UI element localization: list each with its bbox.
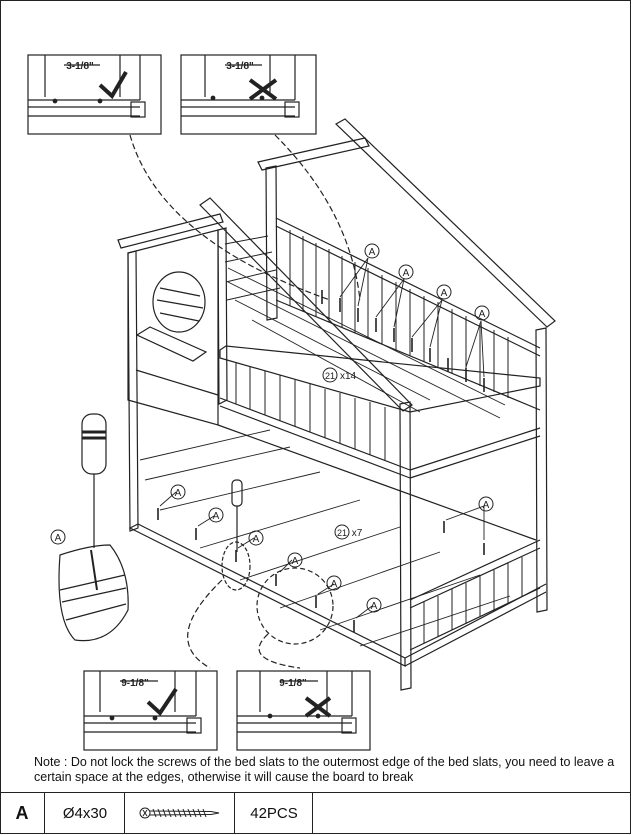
detail-bottom-incorrect bbox=[236, 670, 371, 751]
callout-a: A bbox=[292, 556, 299, 567]
callout-a: A bbox=[55, 533, 62, 544]
screwdriver-large-icon bbox=[81, 413, 107, 591]
callout-a: A bbox=[369, 247, 376, 258]
zoom-detail bbox=[58, 544, 129, 642]
dimension-label: 3-1/8" bbox=[226, 61, 254, 72]
assembly-note: Note : Do not lock the screws of the bed… bbox=[34, 755, 615, 784]
callout-a: A bbox=[441, 288, 448, 299]
screwdriver-small-icon bbox=[231, 479, 243, 552]
lower-slat-quantity: x7 bbox=[352, 528, 363, 539]
screw-icon bbox=[126, 793, 235, 833]
upper-slat-quantity: x14 bbox=[340, 371, 357, 382]
dimension-label: 3-1/8" bbox=[66, 61, 94, 72]
slat-part-number: 21 bbox=[337, 528, 347, 538]
detail-top-incorrect bbox=[180, 54, 317, 135]
part-quantity: 42PCS bbox=[236, 793, 313, 833]
callout-a: A bbox=[371, 601, 378, 612]
part-letter: A bbox=[0, 793, 45, 833]
callout-a: A bbox=[175, 488, 182, 499]
dimension-label: 9-1/8" bbox=[121, 678, 149, 689]
assembly-illustration: A A A A A A A A A A A A 21 21 x14 x7 3-1… bbox=[27, 54, 556, 751]
bunk-bed bbox=[117, 118, 556, 691]
part-size: Ø4x30 bbox=[46, 793, 125, 833]
callout-a: A bbox=[479, 309, 486, 320]
callout-a: A bbox=[483, 500, 490, 511]
callout-a: A bbox=[403, 268, 410, 279]
callout-a: A bbox=[213, 511, 220, 522]
callout-a: A bbox=[331, 579, 338, 590]
slat-part-number: 21 bbox=[325, 371, 335, 381]
upper-screws bbox=[321, 290, 485, 392]
parts-table: A Ø4x30 42PCS bbox=[0, 792, 631, 835]
detail-top-correct bbox=[27, 54, 162, 135]
detail-bottom-correct bbox=[83, 670, 218, 751]
lower-screws bbox=[157, 508, 485, 632]
callout-a: A bbox=[253, 534, 260, 545]
dimension-label: 9-1/8" bbox=[279, 678, 307, 689]
